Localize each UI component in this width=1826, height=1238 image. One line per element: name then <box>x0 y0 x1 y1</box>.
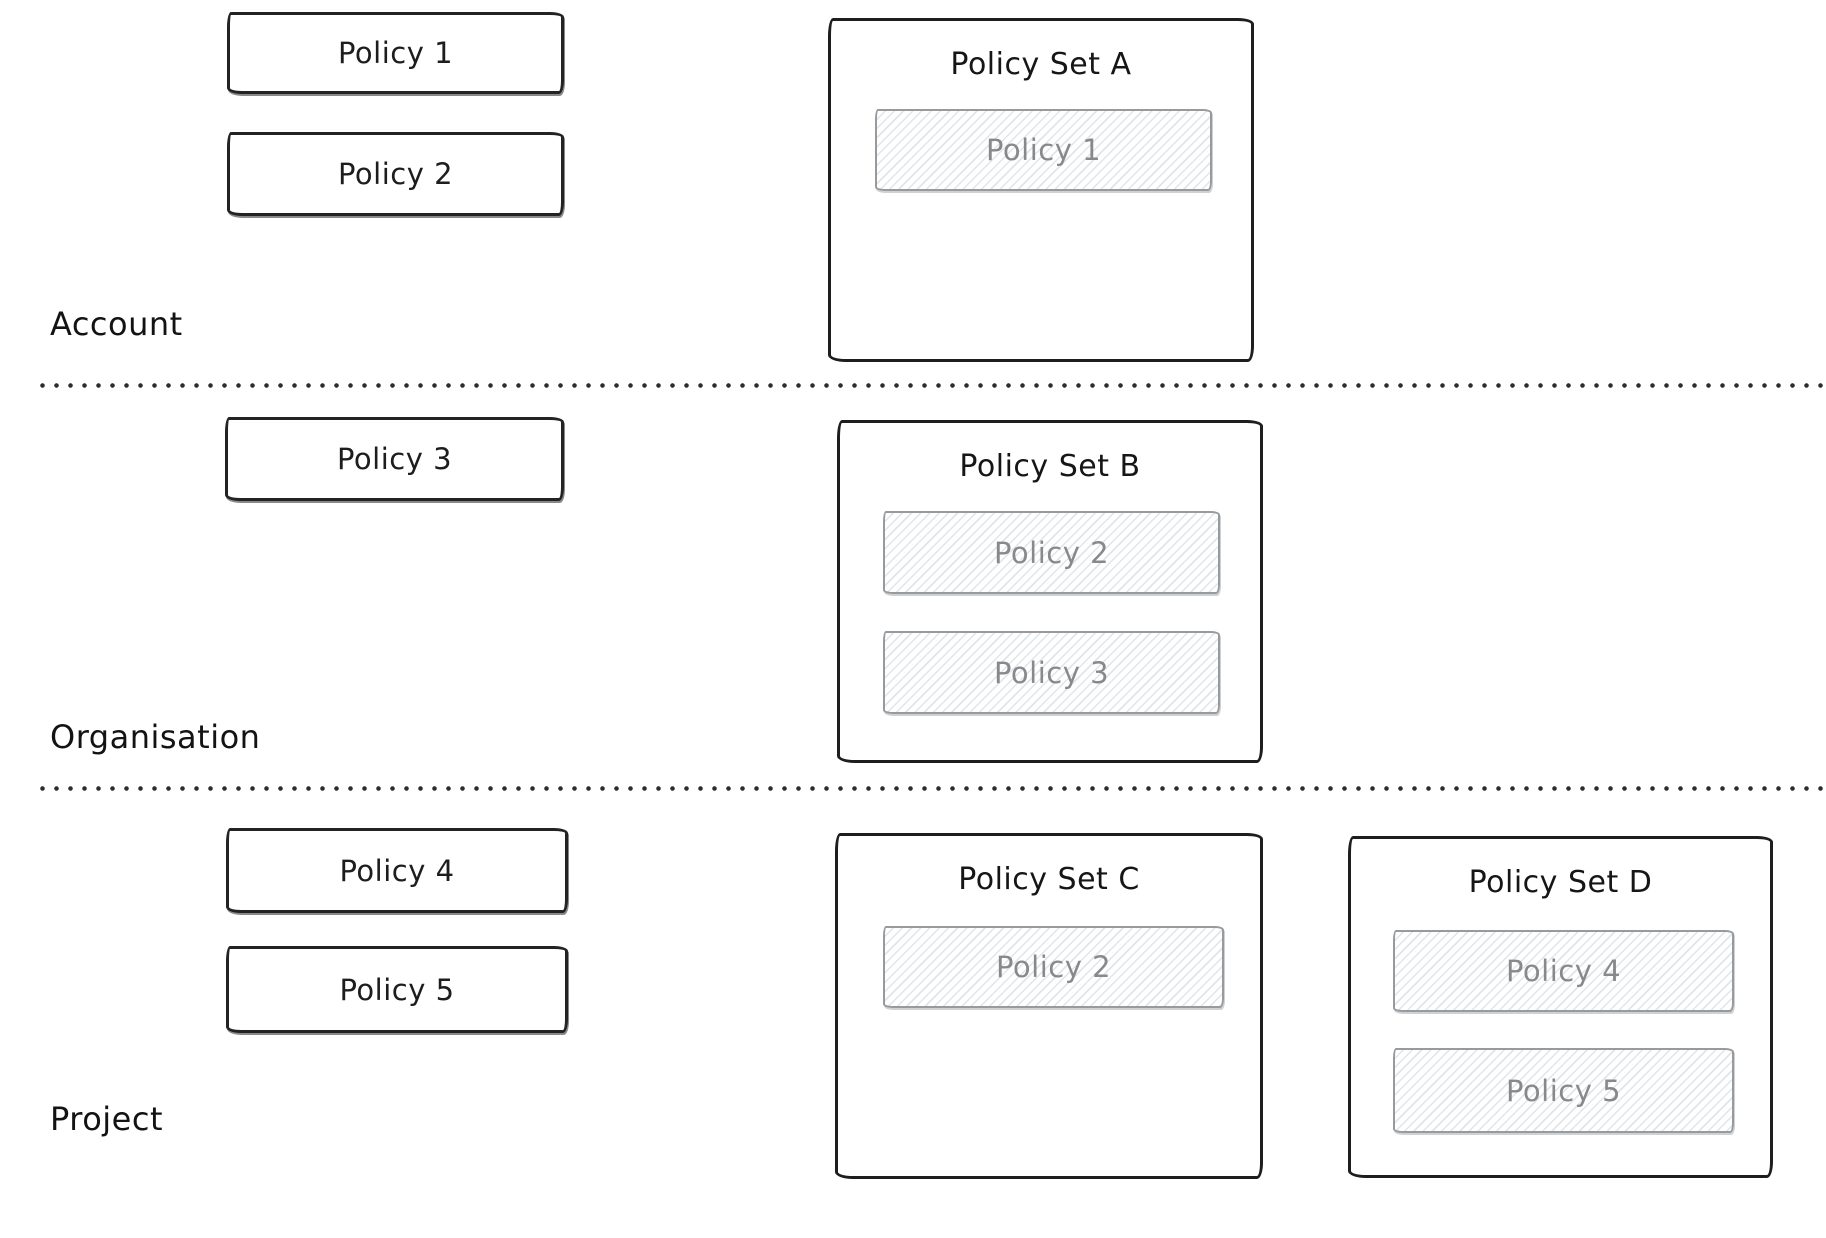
policy-set-b-member-policy-3: Policy 3 <box>883 631 1220 714</box>
policy-box-3-label: Policy 3 <box>336 442 453 476</box>
policy-set-d-member-policy-4-label: Policy 4 <box>1505 954 1622 988</box>
policy-box-1-label: Policy 1 <box>337 36 454 70</box>
policy-box-3: Policy 3 <box>225 417 564 501</box>
policy-set-a-member-policy-1: Policy 1 <box>875 109 1212 191</box>
tier-divider-account-organisation <box>40 383 1826 388</box>
policy-box-1: Policy 1 <box>227 12 564 94</box>
policy-set-c-member-policy-2: Policy 2 <box>883 926 1224 1008</box>
tier-label-project: Project <box>50 1100 163 1138</box>
policy-set-d-member-policy-5-label: Policy 5 <box>1505 1073 1622 1108</box>
tier-label-organisation: Organisation <box>50 718 261 756</box>
policy-box-2-label: Policy 2 <box>337 157 454 191</box>
policy-set-d-title: Policy Set D <box>1468 865 1653 900</box>
policy-box-4: Policy 4 <box>226 828 568 913</box>
policy-set-c-title: Policy Set C <box>958 862 1140 897</box>
policy-set-b-member-policy-2-label: Policy 2 <box>993 535 1110 570</box>
tier-divider-organisation-project <box>40 786 1826 791</box>
policy-box-5-label: Policy 5 <box>339 972 455 1007</box>
policy-set-d-member-policy-4: Policy 4 <box>1393 930 1734 1012</box>
policy-box-4-label: Policy 4 <box>339 853 455 888</box>
policy-set-c: Policy Set C Policy 2 <box>835 833 1263 1179</box>
policy-set-d: Policy Set D Policy 4 Policy 5 <box>1348 836 1773 1178</box>
policy-set-b-member-policy-2: Policy 2 <box>883 511 1220 594</box>
policy-set-c-member-policy-2-label: Policy 2 <box>995 950 1112 984</box>
policy-box-2: Policy 2 <box>227 132 564 216</box>
policy-set-b-title: Policy Set B <box>959 449 1141 484</box>
policy-set-a-member-policy-1-label: Policy 1 <box>985 133 1102 167</box>
tier-label-account: Account <box>50 305 183 343</box>
policy-set-b: Policy Set B Policy 2 Policy 3 <box>837 420 1263 763</box>
policy-set-a-title: Policy Set A <box>950 47 1132 82</box>
policy-box-5: Policy 5 <box>226 946 568 1033</box>
policy-set-a: Policy Set A Policy 1 <box>828 18 1254 362</box>
policy-set-d-member-policy-5: Policy 5 <box>1393 1048 1734 1133</box>
policy-set-b-member-policy-3-label: Policy 3 <box>993 655 1110 690</box>
